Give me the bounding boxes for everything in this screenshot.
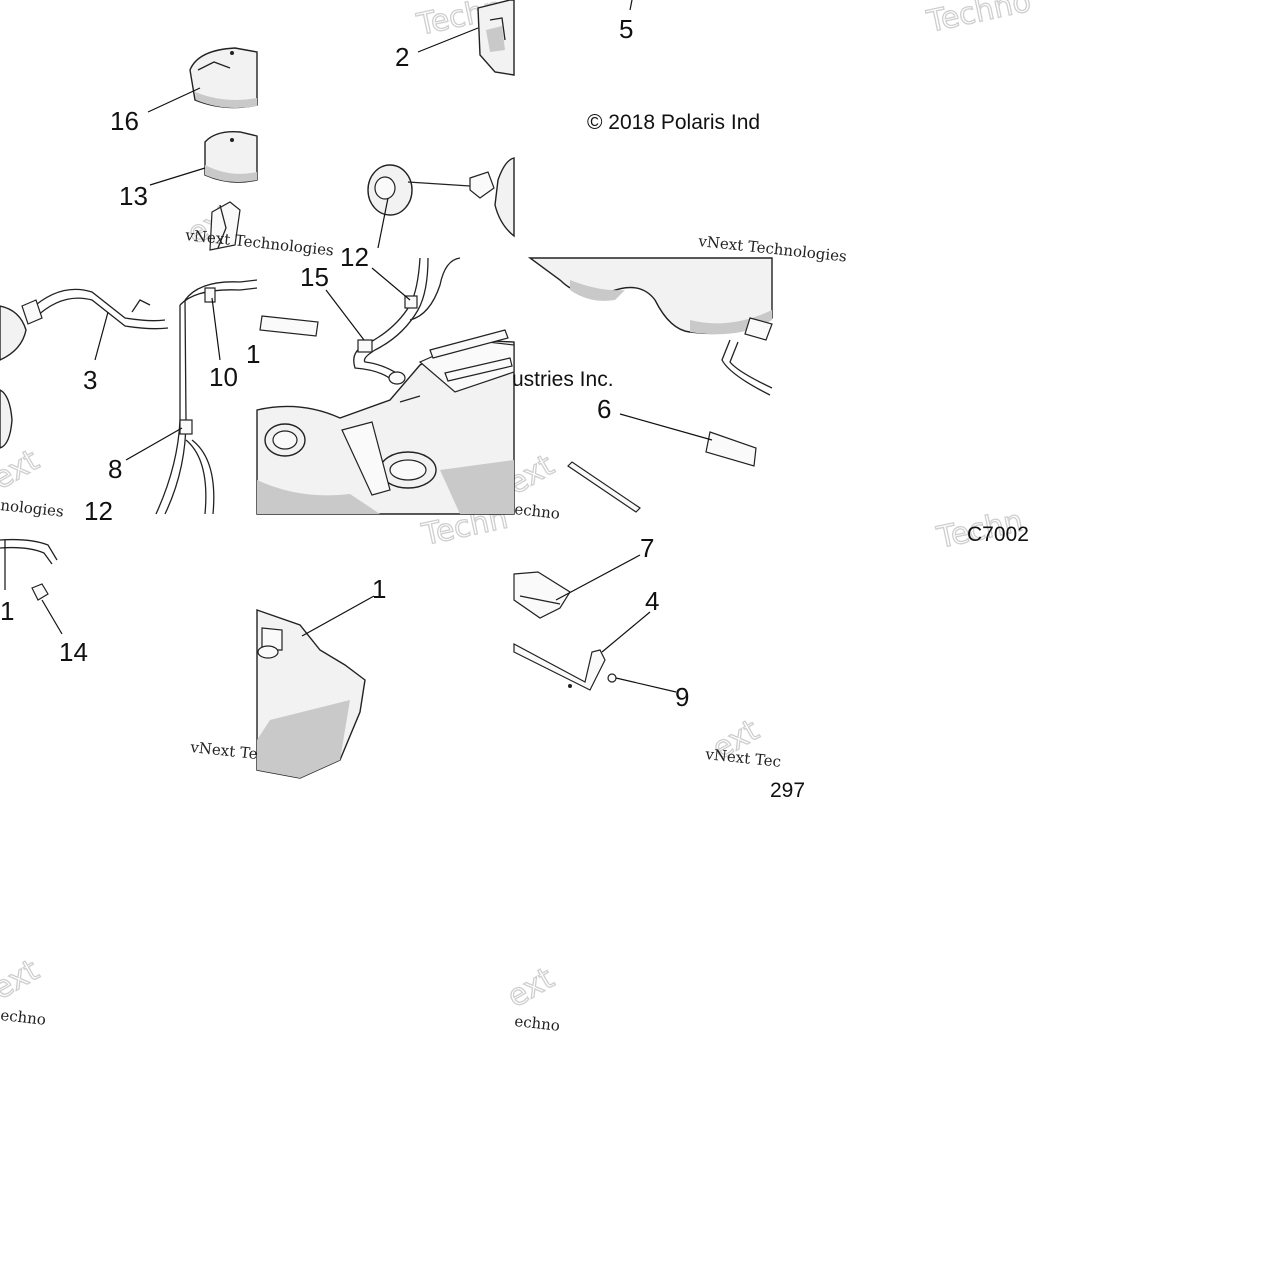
callout-1: 1 xyxy=(372,574,386,604)
leader-lines xyxy=(4,0,713,693)
watermark-captions: vNext Technologies vNext Technologies vN… xyxy=(0,226,848,1035)
pad-part xyxy=(259,315,319,337)
callout-numbers: 5 2 16 13 12 15 3 10 1 8 12 6 7 4 9 1 14… xyxy=(0,14,689,712)
watermark-caption: echno xyxy=(514,1012,561,1035)
callout-3: 3 xyxy=(83,365,97,395)
callout-14: 14 xyxy=(59,637,88,667)
callout-8: 8 xyxy=(108,454,122,484)
callout-12-partial: 12 xyxy=(340,242,369,272)
watermark-caption: echno xyxy=(0,1006,47,1029)
callout-13: 13 xyxy=(119,181,148,211)
callout-12-partial-lower: 12 xyxy=(84,496,113,526)
strap-part-right xyxy=(721,317,773,396)
callout-6: 6 xyxy=(597,394,611,424)
pad-part-6 xyxy=(705,431,757,467)
watermark-caption: vNext Tec xyxy=(704,745,782,771)
callout-16: 16 xyxy=(110,106,139,136)
callout-10: 10 xyxy=(209,362,238,392)
callout-11-partial: 1 xyxy=(0,596,14,626)
bracket-part xyxy=(209,201,241,251)
callout-4: 4 xyxy=(645,586,659,616)
callout-7: 7 xyxy=(640,533,654,563)
watermark-caption: echno xyxy=(514,500,561,523)
cap-part-16 xyxy=(189,47,258,109)
watermark-caption: vNext Te xyxy=(189,738,259,763)
drawing-code-part-2: 297 xyxy=(770,779,805,802)
strap-part xyxy=(567,461,641,513)
filler-neck-part-15 xyxy=(353,257,461,385)
cap-part-left-edge xyxy=(0,305,27,449)
watermark-fragment: Techno xyxy=(923,0,1034,40)
vent-hose-part-8 xyxy=(155,279,258,515)
tank-side-part xyxy=(527,257,773,335)
hose-part-11 xyxy=(0,538,58,601)
watermark-caption: vNext Technologies xyxy=(184,226,335,260)
nut-part-9 xyxy=(607,673,617,683)
vent-hose-part-3 xyxy=(21,288,169,330)
fuel-cap-part-12 xyxy=(367,164,495,216)
watermark-fragment: ext xyxy=(502,961,561,1015)
tank-bottom-part-1 xyxy=(256,609,366,779)
fuel-pump-part-2 xyxy=(477,0,515,76)
copyright-notice-part-2: ustries Inc. xyxy=(512,368,614,391)
tank-edge-part xyxy=(494,157,515,238)
fuel-tank-part-1 xyxy=(256,329,515,515)
callout-1-partial: 1 xyxy=(246,339,260,369)
cap-part-13 xyxy=(204,131,258,183)
callout-2: 2 xyxy=(395,42,409,72)
pad-part-7 xyxy=(513,571,571,619)
watermark-fragment: ext xyxy=(0,443,45,497)
watermark-caption: nologies xyxy=(0,496,65,521)
callout-15: 15 xyxy=(300,262,329,292)
callout-9: 9 xyxy=(675,682,689,712)
copyright-notice-part-1: © 2018 Polaris Ind xyxy=(587,111,760,134)
drawing-code-part-1: C7002 xyxy=(967,523,1029,546)
strap-part-4 xyxy=(513,642,606,691)
callout-5: 5 xyxy=(619,14,633,44)
watermark-fragment: ext xyxy=(0,953,45,1007)
